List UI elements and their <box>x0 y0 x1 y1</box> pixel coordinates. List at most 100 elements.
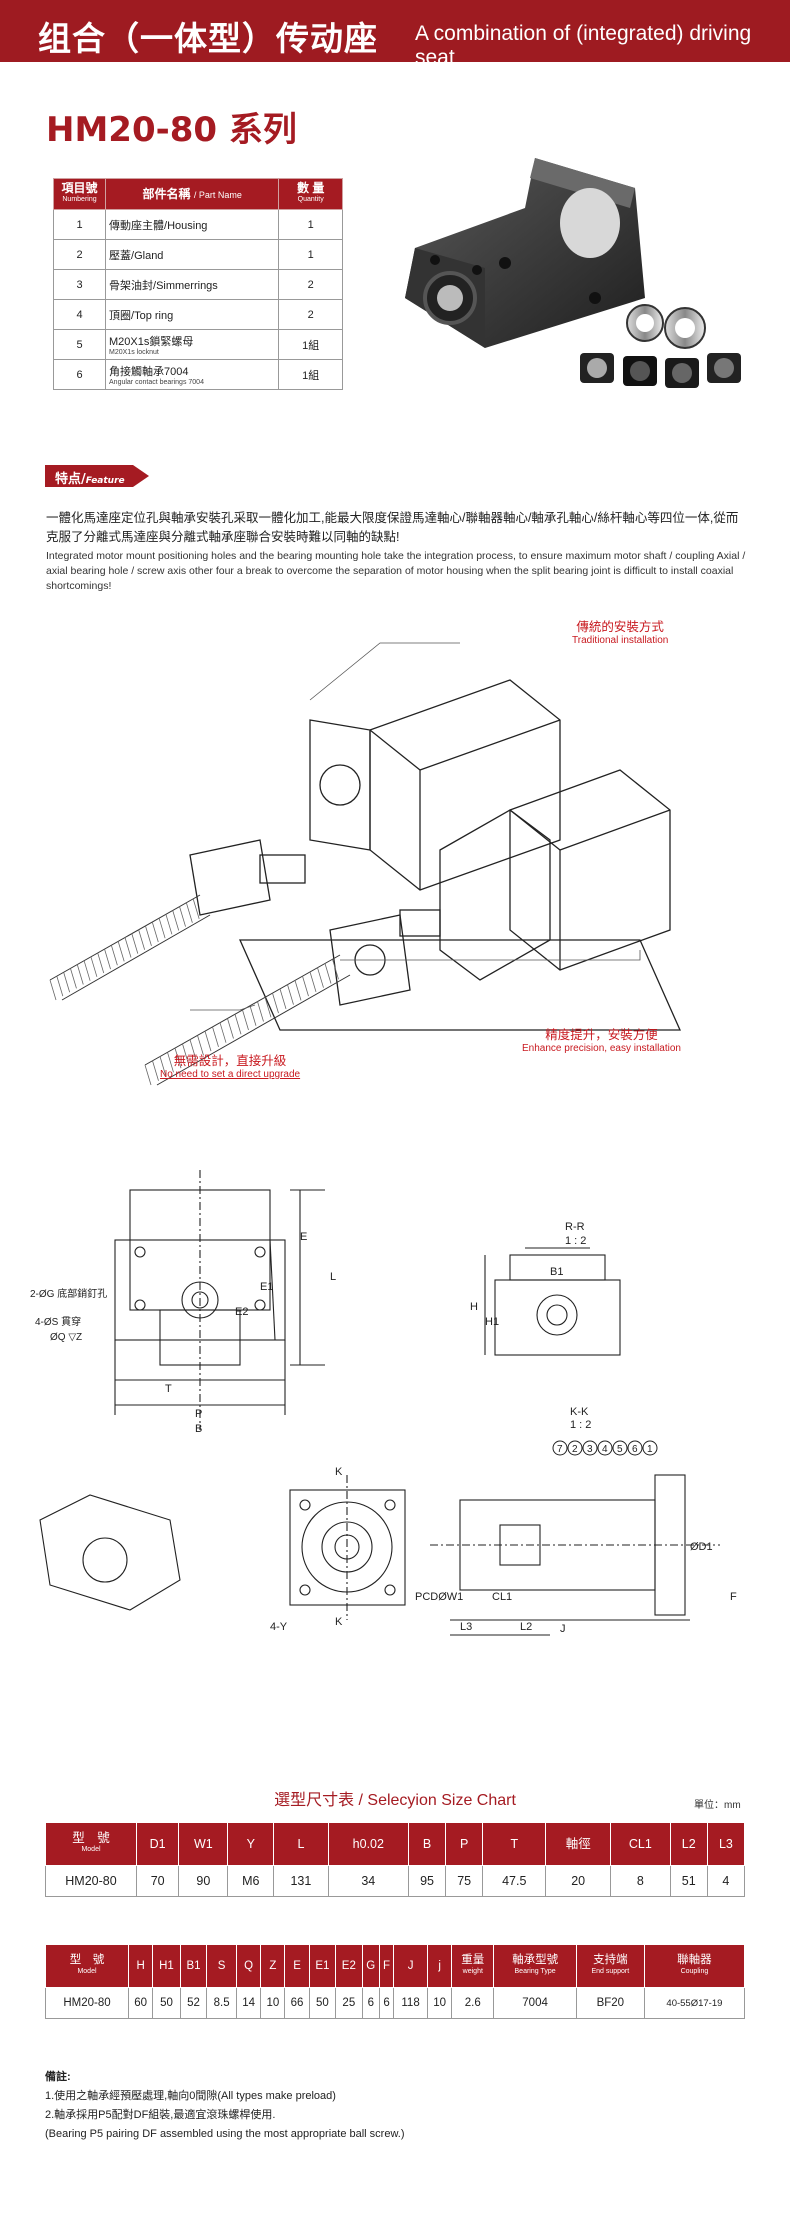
row-name: 傳動座主體/Housing <box>105 209 280 240</box>
cell: 60 <box>127 1987 154 2019</box>
svg-text:L2: L2 <box>520 1621 532 1633</box>
th: D1 <box>135 1822 180 1866</box>
th: Q <box>236 1944 262 1988</box>
cell: 10 <box>427 1987 453 2019</box>
screw-thread <box>167 1052 174 1073</box>
th: P <box>445 1822 484 1866</box>
row-qty: 2 <box>278 299 343 330</box>
screw-thread <box>317 967 324 988</box>
cell: 47.5 <box>482 1865 547 1897</box>
screw-thread <box>83 960 91 981</box>
screw-thread <box>257 1001 264 1022</box>
th: B <box>407 1822 447 1866</box>
cell: 95 <box>407 1865 447 1897</box>
svg-text:1: 1 <box>647 1444 653 1455</box>
row-no: 3 <box>52 269 107 300</box>
row-no: 1 <box>52 209 107 240</box>
screw-thread <box>192 898 200 919</box>
screw-thread <box>189 1039 197 1060</box>
screw-thread <box>49 979 57 1001</box>
th: h0.02 <box>327 1822 410 1866</box>
screw-thread <box>227 1018 234 1039</box>
callout-traditional: 傳統的安裝方式 Traditional installation <box>572 620 668 648</box>
cell: 25 <box>335 1987 363 2019</box>
screw-thread <box>174 1047 182 1069</box>
cell: 8 <box>610 1865 671 1897</box>
callout-enhance-zh: 精度提升，安裝方便 <box>545 1027 658 1042</box>
callout-direct: 無需設計，直接升級 No need to set a direct upgrad… <box>160 1054 300 1082</box>
screw-thread <box>165 914 173 935</box>
note-line: 2.軸承採用P5配對DF組裝,最適宜滾珠螺桿使用. <box>45 2109 276 2121</box>
callout-direct-zh: 無需設計，直接升級 <box>173 1053 287 1068</box>
screw-thread <box>234 1014 242 1035</box>
screw-thread <box>131 933 139 954</box>
callout-enhance: 精度提升，安裝方便 Enhance precision, easy instal… <box>522 1028 681 1056</box>
svg-text:K-K: K-K <box>570 1406 589 1418</box>
notes-heading: 備註: <box>45 2071 71 2083</box>
svg-text:ØD1: ØD1 <box>690 1541 713 1553</box>
th: L2 <box>669 1822 708 1866</box>
svg-text:L3: L3 <box>460 1621 472 1633</box>
th: Z <box>260 1944 286 1988</box>
note-line: (Bearing P5 pairing DF assembled using t… <box>45 2128 405 2140</box>
th: J <box>393 1944 429 1988</box>
svg-text:6: 6 <box>632 1444 638 1455</box>
screw-thread <box>151 921 159 943</box>
screw-thread <box>117 941 125 962</box>
cell: 4 <box>706 1865 746 1897</box>
screw-thread <box>294 980 302 1001</box>
callout-traditional-zh: 傳統的安裝方式 <box>576 619 664 634</box>
cell: HM20-80 <box>45 1987 129 2019</box>
screw-thread <box>56 976 64 997</box>
cell: 10 <box>260 1987 286 2019</box>
callout-direct-en: No need to set a direct upgrade <box>160 1069 301 1080</box>
th: S <box>206 1944 238 1988</box>
cell: 66 <box>284 1987 310 2019</box>
screw-thread <box>138 929 146 950</box>
svg-text:B1: B1 <box>550 1266 563 1278</box>
screw-thread <box>145 925 152 947</box>
svg-text:T: T <box>165 1383 172 1395</box>
svg-text:J: J <box>560 1623 566 1635</box>
screw-thread <box>172 910 180 931</box>
cell: 90 <box>178 1865 229 1897</box>
screw-thread <box>309 971 317 993</box>
screw-thread <box>185 902 193 923</box>
cell: BF20 <box>575 1987 645 2019</box>
th: F <box>378 1944 395 1988</box>
svg-text:1 : 2: 1 : 2 <box>570 1419 591 1431</box>
screw-thread <box>144 1064 152 1086</box>
th: 軸徑 <box>545 1822 612 1866</box>
th: B1 <box>179 1944 208 1988</box>
note-line: 1.使用之軸承經預壓處理,軸向0間隙(All types make preloa… <box>45 2090 336 2102</box>
svg-text:5: 5 <box>617 1444 623 1455</box>
product-photo <box>405 158 741 388</box>
screw-thread <box>97 952 105 974</box>
th: E <box>284 1944 310 1988</box>
cell: 20 <box>545 1865 612 1897</box>
screw-thread <box>249 1005 257 1026</box>
screw-thread <box>219 1022 227 1043</box>
row-no: 2 <box>52 239 107 270</box>
cell: 6 <box>378 1987 395 2019</box>
table-row: HM20-80 70 90 M6 131 34 95 75 47.5 20 8 … <box>45 1865 746 1897</box>
th: L3 <box>706 1822 746 1866</box>
th: H1 <box>152 1944 181 1988</box>
svg-text:PCDØW1: PCDØW1 <box>415 1591 463 1603</box>
svg-text:H: H <box>470 1301 478 1313</box>
svg-text:3: 3 <box>587 1444 593 1455</box>
svg-text:F: F <box>730 1591 737 1603</box>
screw-thread <box>159 1056 167 1077</box>
tag-shape <box>45 465 149 487</box>
th: G <box>361 1944 381 1988</box>
